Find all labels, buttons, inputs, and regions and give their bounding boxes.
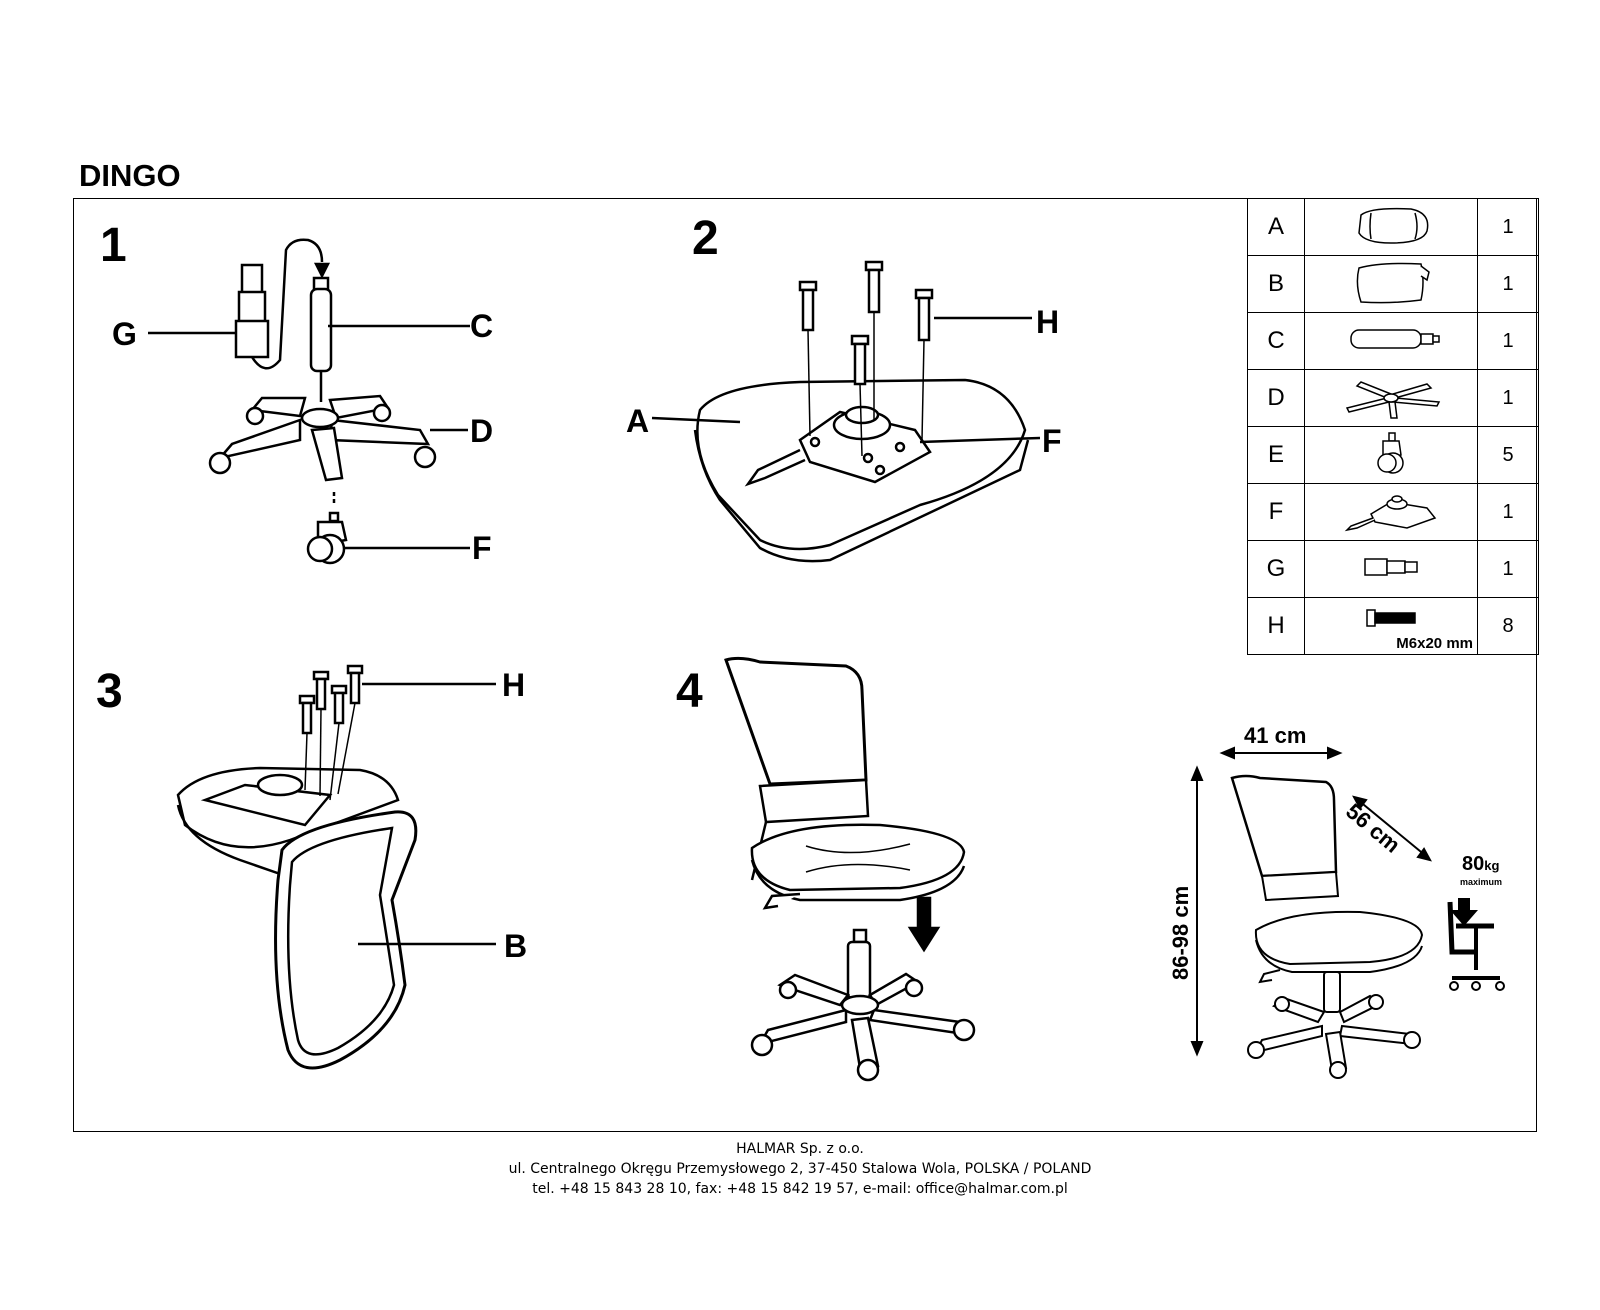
part-qty: 1 <box>1477 483 1539 541</box>
step1-illustration <box>148 238 470 565</box>
callout-c: C <box>470 308 494 344</box>
step2-illustration <box>651 260 1041 563</box>
callout-f-step2: F <box>1042 423 1062 459</box>
part-label: B <box>1247 255 1305 313</box>
backrest-icon <box>1356 262 1430 303</box>
caster-wheel-icon <box>1377 431 1404 474</box>
part-label: G <box>1247 540 1305 598</box>
part-qty: 8 <box>1477 597 1539 655</box>
parts-row: H M6x20 mm 8 <box>1247 597 1539 655</box>
callout-h-step3: H <box>502 667 526 703</box>
lift-cover-icon <box>1364 557 1418 576</box>
callout-a: A <box>626 403 650 439</box>
parts-row: E 5 <box>1247 426 1539 484</box>
part-label: D <box>1247 369 1305 427</box>
parts-row: B 1 <box>1247 255 1539 313</box>
max-load-label: 80kg <box>1462 854 1499 874</box>
parts-list: A 1 B 1 C 1 D 1 E 5 F 1 G 1 H M6x20 mm 8 <box>1247 198 1539 655</box>
tilt-mechanism-icon <box>1344 494 1437 531</box>
step-number-1: 1 <box>100 219 127 272</box>
step4-illustration <box>724 656 976 1082</box>
company-footer: HALMAR Sp. z o.o. ul. Centralnego Okręgu… <box>0 1139 1600 1199</box>
part-qty: 1 <box>1477 312 1539 370</box>
gas-lift-icon <box>1350 328 1440 349</box>
max-load-value: 80 <box>1462 853 1485 875</box>
dimensions-illustration <box>1190 746 1505 1079</box>
part-qty: 5 <box>1477 426 1539 484</box>
product-title: DINGO <box>79 158 181 193</box>
part-qty: 1 <box>1477 255 1539 313</box>
callout-h-step2: H <box>1036 304 1060 340</box>
screw-icon <box>1366 608 1416 627</box>
company-address: ul. Centralnego Okręgu Przemysłowego 2, … <box>508 1161 1092 1177</box>
company-name: HALMAR Sp. z o.o. <box>736 1141 864 1157</box>
dimension-width: 41 cm <box>1244 723 1307 748</box>
part-qty: 1 <box>1477 540 1539 598</box>
part-qty: 1 <box>1477 198 1539 256</box>
callout-b: B <box>504 928 528 964</box>
max-load-caption: maximum <box>1460 877 1503 887</box>
part-label: H <box>1247 597 1305 655</box>
company-contact: tel. +48 15 843 28 10, fax: +48 15 842 1… <box>532 1181 1068 1197</box>
parts-row: D 1 <box>1247 369 1539 427</box>
step-number-2: 2 <box>692 212 719 265</box>
parts-row: A 1 <box>1247 198 1539 256</box>
parts-row: C 1 <box>1247 312 1539 370</box>
callout-d: D <box>470 413 494 449</box>
step-number-4: 4 <box>676 665 703 718</box>
part-label: F <box>1247 483 1305 541</box>
parts-row: G 1 <box>1247 540 1539 598</box>
part-label: C <box>1247 312 1305 370</box>
callout-f-step1: F <box>472 530 492 566</box>
callout-g: G <box>112 316 137 352</box>
max-load-unit: kg <box>1484 858 1500 873</box>
instruction-frame <box>73 198 1537 1132</box>
part-qty: 1 <box>1477 369 1539 427</box>
seat-cushion-icon <box>1358 207 1429 244</box>
star-base-icon <box>1345 380 1441 419</box>
step-number-3: 3 <box>96 665 123 718</box>
step3-illustration <box>176 664 496 1070</box>
part-label: A <box>1247 198 1305 256</box>
dimension-height: 86-98 cm <box>1168 885 1193 980</box>
screw-size-note: M6x20 mm <box>1396 635 1473 652</box>
